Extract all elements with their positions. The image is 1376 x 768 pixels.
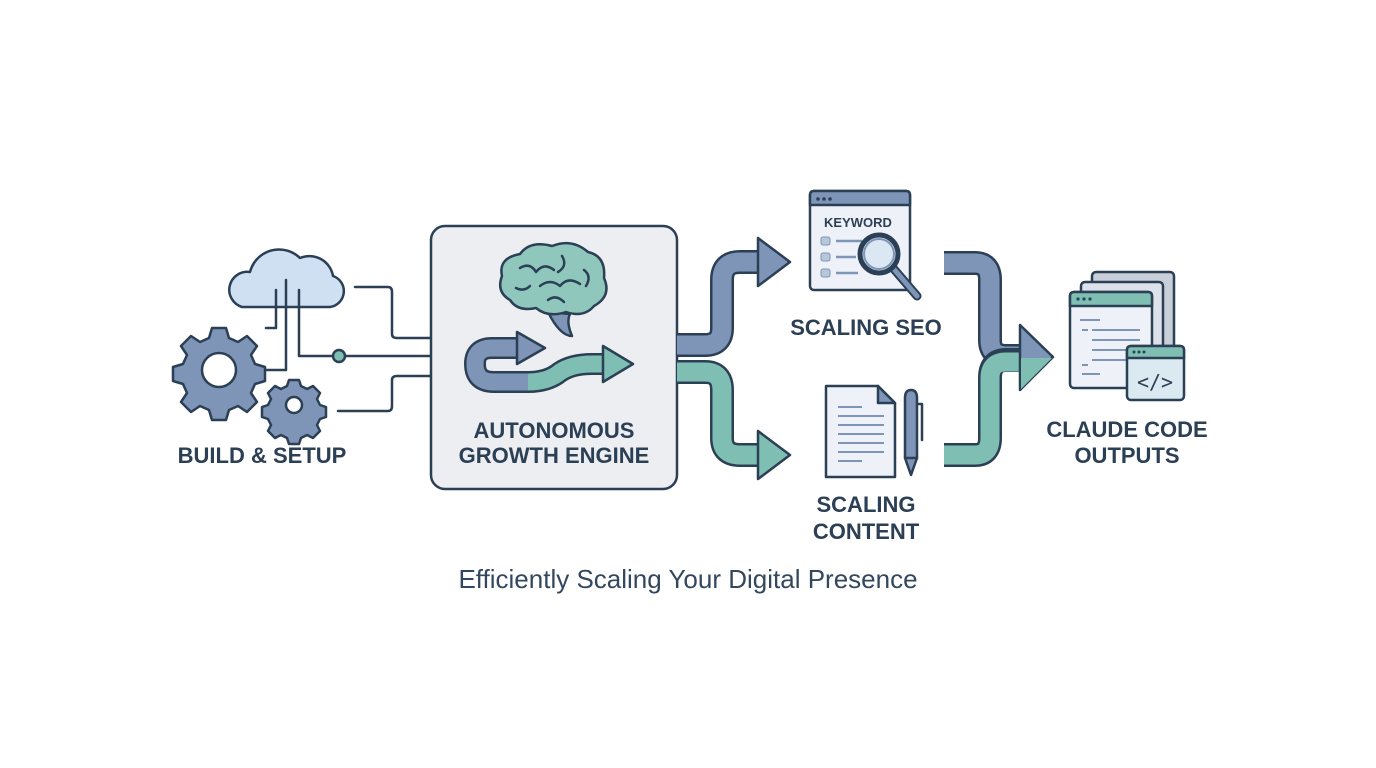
outputs-label-line2: OUTPUTS xyxy=(1074,443,1179,468)
keyword-search-window-icon: KEYWORD xyxy=(808,189,922,301)
build-setup-label: BUILD & SETUP xyxy=(178,443,347,468)
connector-node-dot xyxy=(331,348,347,364)
small-gear-icon xyxy=(260,378,328,446)
scaling-seo-label: SCALING SEO xyxy=(790,315,942,340)
flow-arrow-content-to-outputs xyxy=(944,348,1032,467)
loop-arrow-icon xyxy=(463,330,635,393)
engine-label-line2: GROWTH ENGINE xyxy=(459,443,650,468)
connector-lines xyxy=(260,278,433,413)
outputs-label-line1: CLAUDE CODE xyxy=(1046,417,1207,442)
document-icon xyxy=(824,384,897,479)
diagram-caption: Efficiently Scaling Your Digital Presenc… xyxy=(458,564,917,594)
growth-engine-panel xyxy=(429,224,679,491)
brain-icon xyxy=(499,241,608,338)
large-gear-icon xyxy=(171,326,267,422)
scaling-content-label-line2: CONTENT xyxy=(813,519,920,544)
code-brackets-icon: </> xyxy=(1137,370,1173,394)
keyword-text: KEYWORD xyxy=(824,215,892,230)
flow-arrow-to-content xyxy=(677,360,792,481)
engine-label-line1: AUTONOMOUS xyxy=(474,418,635,443)
flow-arrow-to-seo xyxy=(677,236,792,357)
scaling-content-label-line1: SCALING xyxy=(817,492,916,517)
code-outputs-stack-icon: </> xyxy=(1068,270,1186,402)
pen-icon xyxy=(903,388,924,477)
cloud-icon xyxy=(228,248,346,309)
